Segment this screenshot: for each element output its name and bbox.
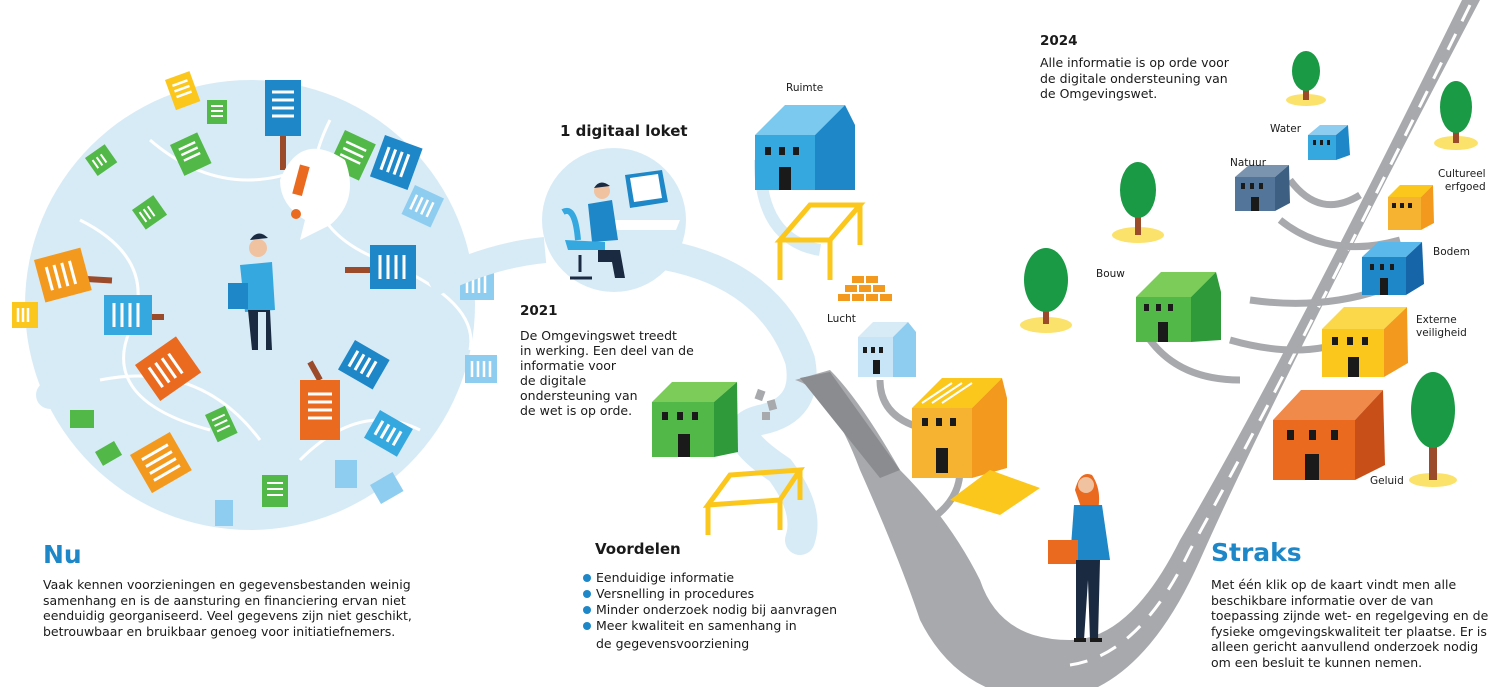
voordelen-item-continuation: de gegevensvoorziening [596,636,750,651]
loket-title: 1 digitaal loket [560,122,688,140]
text-2021-line: de digitale [520,373,587,388]
label-externe-veiligheid: Externe veiligheid [1416,314,1467,339]
straks-body: Met één klik op de kaart vindt men alle … [1211,577,1501,670]
straks-body-line: beschikbare informatie over de van [1211,592,1434,608]
bricks [838,276,892,301]
label-externe-line: Externe [1416,314,1457,326]
label-water: Water [1270,123,1302,135]
voordelen-heading: Voordelen [595,540,681,558]
houses [652,105,1434,480]
text-2021-line: ondersteuning van [520,388,638,403]
text-2021-line: De Omgevingswet treedt [520,328,677,343]
label-bouw: Bouw [1096,268,1125,280]
label-veiligheid-line: veiligheid [1416,326,1467,339]
woman-figure [1048,474,1110,642]
nu-body-line: betrouwbaar en bruikbaar genoeg voor ini… [43,623,396,639]
label-geluid: Geluid [1370,475,1404,487]
nu-body-line: samenhang en is de aansturing en financi… [43,592,406,608]
straks-body-line: alleen gericht aanvullend onderzoek nodi… [1211,639,1479,654]
label-natuur: Natuur [1230,157,1267,169]
loket-bubble [542,148,686,292]
text-2024-line: de Omgevingswet. [1040,86,1158,101]
nu-body-line: Vaak kennen voorzieningen en gegevensbes… [43,577,411,592]
year-2021: 2021 [520,303,558,319]
text-2024-line: de digitale ondersteuning van [1040,70,1228,86]
construction-frames [702,202,866,535]
rubble [754,388,778,420]
text-2021-line: in werking. Een deel van de [520,343,694,358]
confused-person [228,148,350,350]
voordelen-item: Minder onderzoek nodig bij aanvragen [583,602,837,618]
road [795,0,1480,687]
year-2024: 2024 [1040,33,1078,49]
voordelen-item: Versnelling in procedures [583,586,837,602]
scattered-documents [12,71,497,526]
nu-body: Vaak kennen voorzieningen en gegevensbes… [43,577,412,639]
label-lucht: Lucht [827,313,856,325]
label-cultureel-line: Cultureel [1438,168,1486,180]
voordelen-list: Eenduidige informatie Versnelling in pro… [583,570,837,634]
voordelen-item: Eenduidige informatie [583,570,837,586]
nu-heading: Nu [43,540,82,569]
label-bodem: Bodem [1433,246,1470,258]
nu-body-line: eenduidig georganiseerd. Veel gegevens z… [43,608,412,623]
straks-body-line: om een besluit te kunnen nemen. [1211,654,1423,670]
text-2021: De Omgevingswet treedt in werking. Een d… [520,328,694,418]
text-2024: Alle informatie is op orde voor de digit… [1040,55,1229,102]
straks-body-line: fysieke omgevingskwaliteit ter plaatse. … [1211,623,1487,639]
label-cultureel-erfgoed: Cultureel erfgoed [1438,168,1486,193]
straks-body-line: toepassing zijnde wet- en regelgeving en… [1211,608,1489,623]
label-ruimte: Ruimte [786,82,824,94]
label-erfgoed-line: erfgoed [1444,180,1486,193]
trees [1020,51,1478,487]
text-2021-line: informatie voor [520,358,617,373]
text-2024-line: Alle informatie is op orde voor [1040,55,1229,70]
straks-heading: Straks [1211,538,1302,567]
text-2021-line: de wet is op orde. [520,403,633,418]
voordelen-item: Meer kwaliteit en samenhang in [583,618,837,634]
straks-body-line: Met één klik op de kaart vindt men alle [1211,577,1457,592]
foundation-plate [950,470,1040,515]
